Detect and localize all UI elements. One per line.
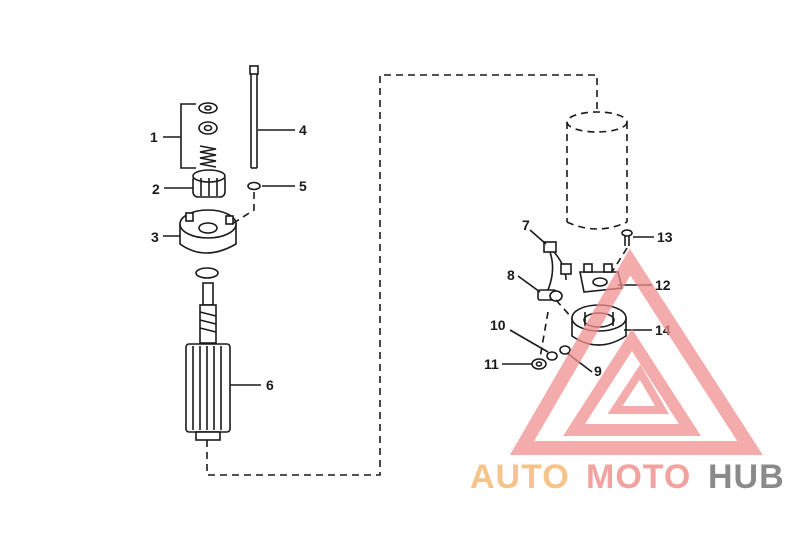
washer-9 xyxy=(559,345,571,355)
bolt-guide xyxy=(231,192,255,225)
callout-9: 9 xyxy=(594,363,602,379)
callout-2: 2 xyxy=(152,181,160,197)
bracket-1 xyxy=(180,103,196,169)
leader-10 xyxy=(509,329,549,353)
leader-7 xyxy=(529,229,547,245)
nut-11 xyxy=(531,358,547,370)
terminal-guide xyxy=(539,299,573,359)
callout-10: 10 xyxy=(490,317,506,333)
watermark-text-auto: AUTO xyxy=(470,458,570,496)
end-cap xyxy=(179,209,237,254)
callout-5: 5 xyxy=(299,178,307,194)
drive-gear xyxy=(192,169,226,198)
watermark-logo xyxy=(509,248,763,455)
spring xyxy=(199,145,217,168)
through-bolt xyxy=(249,65,259,169)
callout-6: 6 xyxy=(266,377,274,393)
callout-1: 1 xyxy=(150,129,158,145)
armature xyxy=(185,282,231,441)
washer-10 xyxy=(546,351,558,361)
terminal-bolt xyxy=(537,289,563,302)
washer-top xyxy=(198,102,218,114)
nut xyxy=(198,121,218,135)
callout-8: 8 xyxy=(507,267,515,283)
callout-7: 7 xyxy=(522,217,530,233)
o-ring xyxy=(195,267,219,279)
lock-washer xyxy=(247,181,261,191)
watermark-text-hub: HUB xyxy=(708,458,785,496)
dashed-connector xyxy=(206,74,598,476)
callout-3: 3 xyxy=(151,229,159,245)
callout-13: 13 xyxy=(657,229,673,245)
field-frame-phantom xyxy=(566,111,628,230)
watermark-text-moto: MOTO xyxy=(586,458,691,496)
callout-12: 12 xyxy=(655,277,671,293)
terminal-lead xyxy=(543,241,572,291)
screw-guide xyxy=(611,247,628,273)
screw xyxy=(621,229,633,246)
callout-11: 11 xyxy=(484,356,499,372)
callout-4: 4 xyxy=(299,122,307,138)
leader-8 xyxy=(517,275,541,293)
